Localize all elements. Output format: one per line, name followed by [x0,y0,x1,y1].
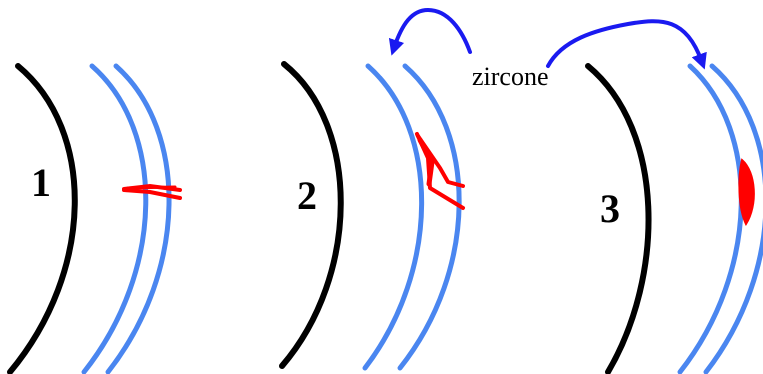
stage-3-inner-layer [680,66,741,372]
arrow-to-stage-2 [394,10,470,52]
stage-1-outer-arc [10,66,75,372]
arrow-to-stage-3 [548,21,702,66]
stage-1-crack [124,186,180,198]
stage-2-inner-layer [365,66,422,368]
stage-1-number: 1 [31,163,51,203]
stage-1-outer-layer [108,66,169,372]
stage-3-number: 3 [600,189,620,229]
stage-2-number: 2 [297,176,317,216]
zircone-label: zircone [472,64,549,90]
stage-1-group [10,66,180,372]
stage-3-crack [739,160,754,224]
stage-3-outer-layer [706,66,763,372]
stage-2-outer-layer [400,66,459,368]
